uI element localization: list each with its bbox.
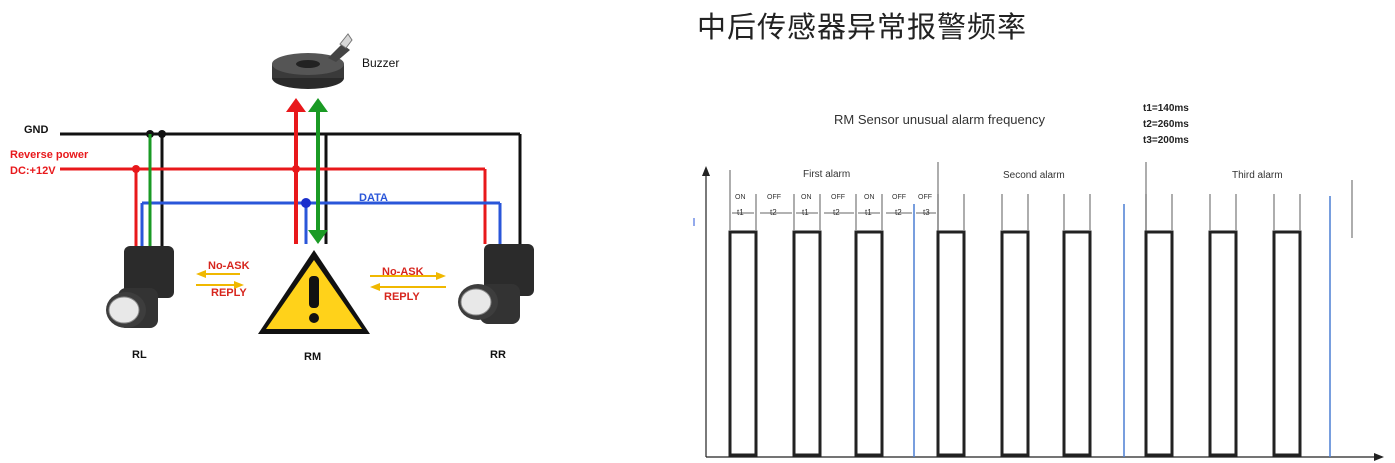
state-on-2: ON xyxy=(801,194,812,201)
interval-label: t2 xyxy=(895,208,902,217)
phase-first-label: First alarm xyxy=(803,169,851,180)
warning-icon xyxy=(258,250,370,334)
interval-label: t1 xyxy=(802,208,809,217)
wiring-diagram xyxy=(60,33,534,334)
param-t3: t3=200ms xyxy=(1143,135,1189,146)
rl-label: RL xyxy=(132,349,147,361)
state-on-3: ON xyxy=(864,194,875,201)
phase-third-label: Third alarm xyxy=(1232,170,1283,181)
buzzer-icon xyxy=(272,33,353,89)
state-off-2: OFF xyxy=(831,194,845,201)
rr-label: RR xyxy=(490,349,506,361)
rm-label: RM xyxy=(304,351,322,363)
interval-label: t2 xyxy=(833,208,840,217)
interval-label: t1 xyxy=(737,208,744,217)
buzzer-label: Buzzer xyxy=(362,56,400,70)
reply-left-label: REPLY xyxy=(211,287,247,299)
interval-label: t1 xyxy=(865,208,872,217)
rl-sensor-icon xyxy=(106,246,174,328)
state-off-1: OFF xyxy=(767,194,781,201)
reverse-power-label: Reverse power xyxy=(10,149,89,161)
dc-label: DC:+12V xyxy=(10,165,56,177)
message-arrows-right xyxy=(370,272,446,291)
param-t2: t2=260ms xyxy=(1143,119,1189,130)
timing-chart xyxy=(693,162,1384,461)
chart-title: RM Sensor unusual alarm frequency xyxy=(834,112,1045,127)
param-t1: t1=140ms xyxy=(1143,103,1189,114)
no-ask-right-label: No-ASK xyxy=(382,266,424,278)
interval-label: t2 xyxy=(770,208,777,217)
rr-sensor-icon xyxy=(458,244,534,324)
timing-params: t1=140ms t2=260ms t3=200ms xyxy=(1143,101,1189,149)
pulse-train xyxy=(728,230,1302,457)
state-off-4: OFF xyxy=(918,194,932,201)
data-label: DATA xyxy=(359,192,388,204)
page-title: 中后传感器异常报警频率 xyxy=(697,10,1028,44)
no-ask-left-label: No-ASK xyxy=(208,260,250,272)
reply-right-label: REPLY xyxy=(384,291,420,303)
message-arrows-left xyxy=(196,270,244,289)
phase-second-label: Second alarm xyxy=(1003,170,1065,181)
state-off-3: OFF xyxy=(892,194,906,201)
state-on-1: ON xyxy=(735,194,746,201)
interval-label: t3 xyxy=(923,208,930,217)
gnd-label: GND xyxy=(24,124,49,136)
